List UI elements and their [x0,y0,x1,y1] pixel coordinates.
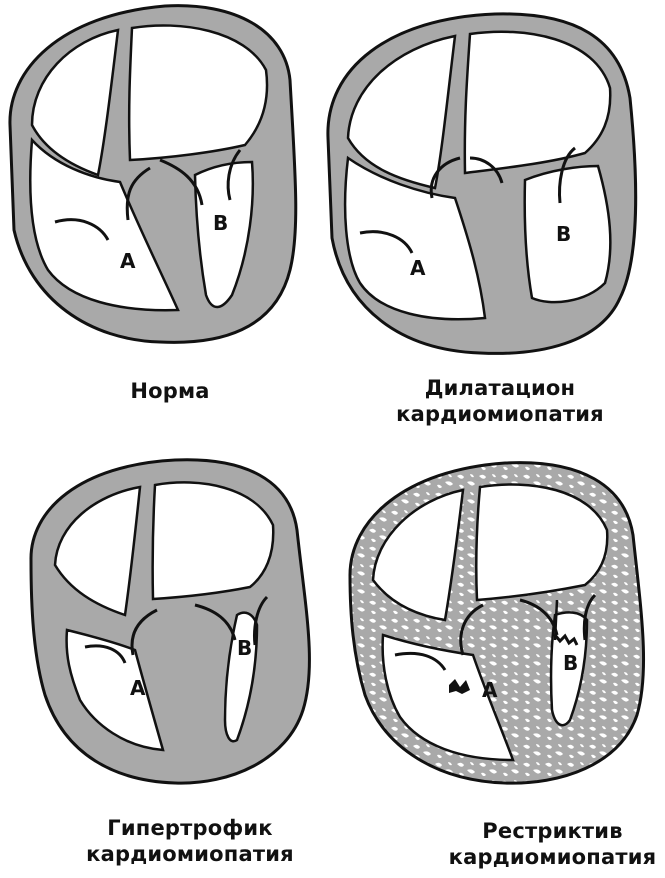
hypertrophic-heart-diagram: A B [25,455,325,790]
normal-heart-diagram: A B [0,0,330,350]
chamber-label-a: A [410,256,426,280]
restrictive-heart-diagram: A B [345,455,665,790]
caption-hypertrophic: Гипертрофик кардиомиопатия [70,815,310,867]
chamber-label-a: A [130,676,146,700]
caption-restrictive: Рестриктив кардиомиопатия [440,818,665,870]
caption-line: Гипертрофик [70,815,310,841]
caption-line: Норма [95,378,245,404]
caption-line: Рестриктив [440,818,665,844]
caption-line: кардиомиопатия [440,844,665,870]
chamber-label-b: B [237,636,252,660]
caption-line: кардиомиопатия [70,841,310,867]
caption-normal: Норма [95,378,245,404]
chamber-label-b: B [556,222,571,246]
chamber-label-a: A [120,249,136,273]
caption-line: Дилатацион [385,375,615,401]
chamber-label-b: B [563,651,578,675]
caption-dilated: Дилатацион кардиомиопатия [385,375,615,427]
chamber-label-b: B [213,211,228,235]
caption-line: кардиомиопатия [385,401,615,427]
dilated-heart-diagram: A B [320,8,660,358]
chamber-label-a: A [482,678,498,702]
